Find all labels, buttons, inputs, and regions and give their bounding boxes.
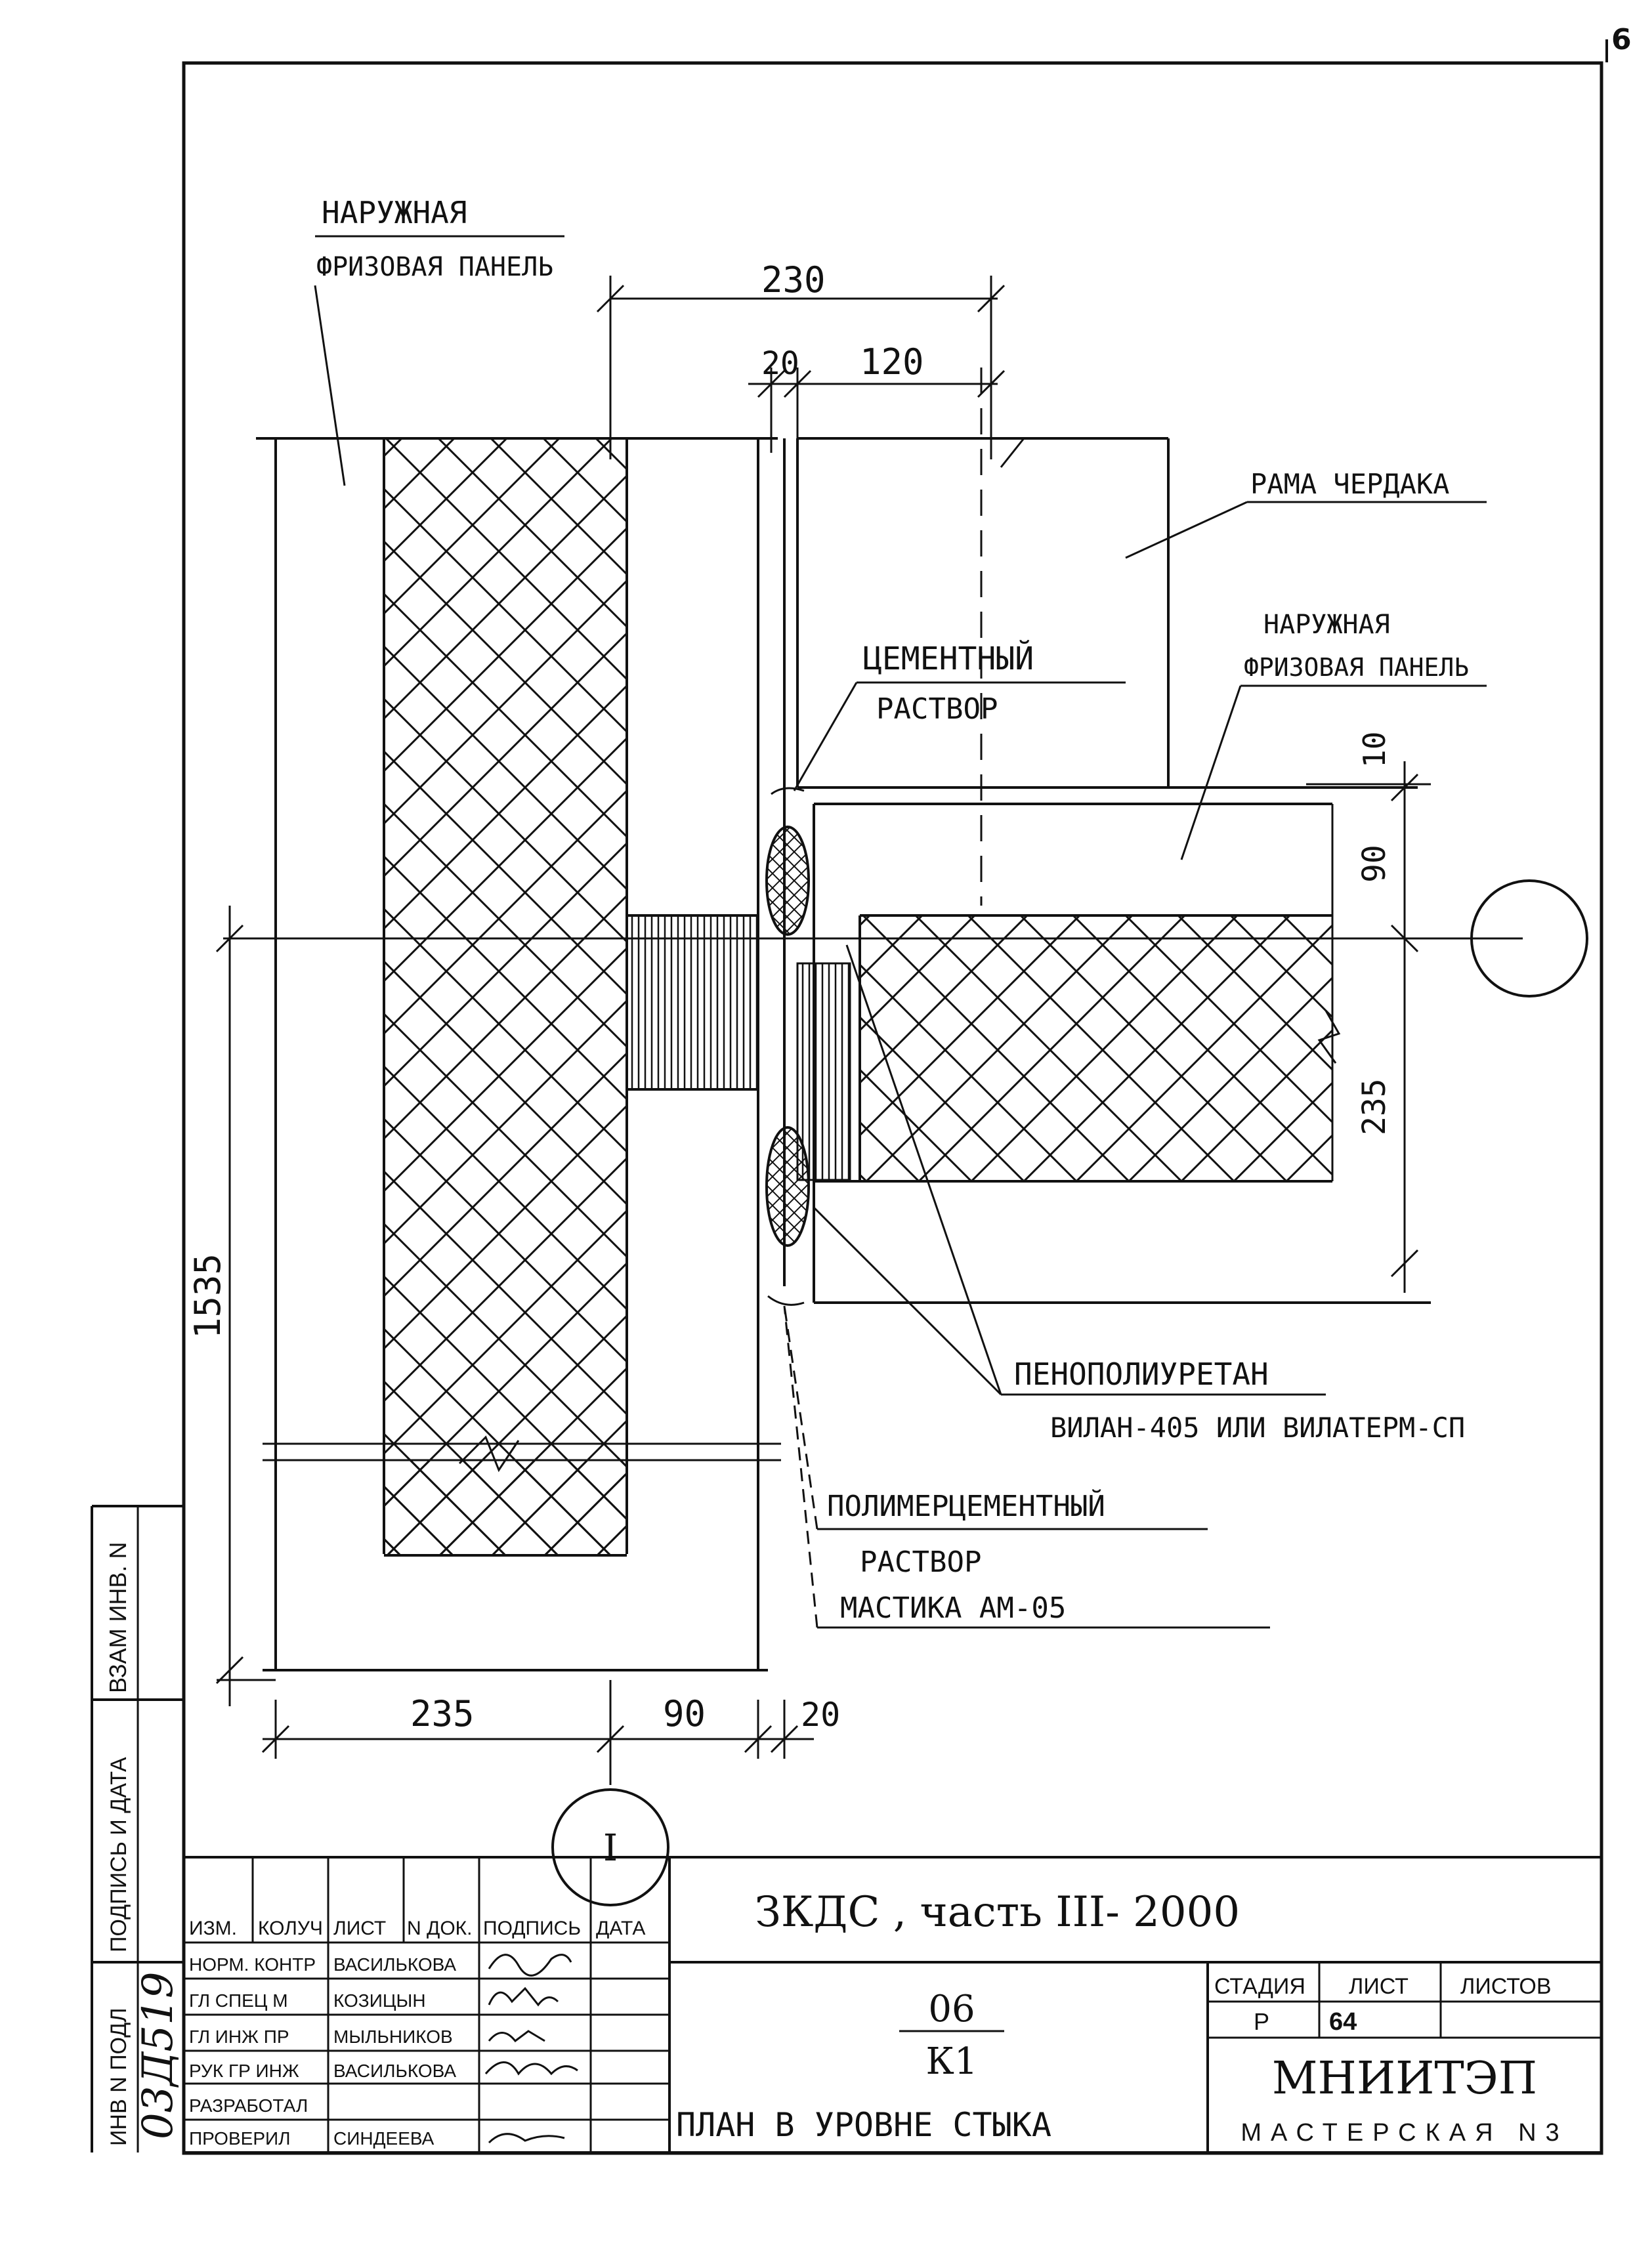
stamp-podpis-data: ПОДПИСЬ И ДАТА bbox=[106, 1757, 131, 1952]
stamp-inv-number: 03Д519 bbox=[134, 1971, 182, 2139]
tb-workshop: МАСТЕРСКАЯ N3 bbox=[1241, 2119, 1568, 2147]
tb-name: МЫЛЬНИКОВ bbox=[333, 2026, 453, 2047]
tb-role: ПРОВЕРИЛ bbox=[189, 2128, 291, 2149]
dim-20-bottom: 20 bbox=[801, 1696, 840, 1734]
tb-name: КОЗИЦЫН bbox=[333, 1990, 426, 2011]
label-mastic: МАСТИКА АМ-05 bbox=[840, 1591, 1066, 1625]
right-panel bbox=[796, 368, 1431, 1304]
tb-stage-label: СТАДИЯ bbox=[1214, 1974, 1305, 1999]
side-stamp: ВЗАМ ИНВ. N ПОДПИСЬ И ДАТА ИНВ N ПОДЛ 03… bbox=[91, 1505, 184, 2152]
tb-role: РУК ГР ИНЖ bbox=[189, 2061, 299, 2081]
dim-1535: 1535 bbox=[187, 1253, 228, 1339]
tb-role: РАЗРАБОТАЛ bbox=[189, 2095, 308, 2116]
tb-sheets-label: ЛИСТОВ bbox=[1460, 1974, 1552, 1999]
axis-marker-right bbox=[1470, 879, 1588, 998]
joint-insert bbox=[626, 914, 759, 1091]
label-outer-panel-2-line2: ФРИЗОВАЯ ПАНЕЛЬ bbox=[1244, 653, 1469, 682]
tb-head-list: ЛИСТ bbox=[333, 1918, 386, 1939]
leader-lines bbox=[314, 235, 1487, 1629]
tb-stage-value: Р bbox=[1254, 2008, 1269, 2035]
dim-90-right: 90 bbox=[1356, 845, 1393, 883]
signatures bbox=[484, 1954, 578, 2144]
dim-20-top: 20 bbox=[761, 345, 799, 382]
label-cement-line1: ЦЕМЕНТНЫЙ bbox=[863, 640, 1034, 677]
title-block: ИЗМ. КОЛУЧ ЛИСТ N ДОК. ПОДПИСЬ ДАТА НОРМ… bbox=[182, 1856, 1603, 2154]
left-insulation-hatch bbox=[384, 438, 627, 1554]
tb-name: СИНДЕЕВА bbox=[333, 2128, 435, 2149]
tb-role: ГЛ СПЕЦ М bbox=[189, 1990, 288, 2011]
tb-drawing-title: ПЛАН В УРОВНЕ СТЫКА bbox=[676, 2106, 1051, 2144]
tb-sheet-label: ЛИСТ bbox=[1349, 1974, 1409, 1999]
dim-235-right: 235 bbox=[1356, 1078, 1393, 1135]
tb-head-ndok: N ДОК. bbox=[407, 1918, 472, 1939]
tb-head-podpis: ПОДПИСЬ bbox=[483, 1918, 581, 1939]
tb-project: ЗКДС , часть III- 2000 bbox=[755, 1888, 1240, 1937]
sheet-corner-number: 67 bbox=[1611, 23, 1633, 56]
label-attic-frame: РАМА ЧЕРДАКА bbox=[1250, 468, 1449, 500]
tb-sheet-value: 64 bbox=[1329, 2008, 1357, 2036]
dim-235-bottom: 235 bbox=[410, 1693, 475, 1734]
dim-230: 230 bbox=[761, 259, 826, 301]
label-cement-line2: РАСТВОР bbox=[876, 692, 998, 726]
label-pu-foam: ПЕНОПОЛИУРЕТАН bbox=[1014, 1356, 1269, 1392]
left-frieze-panel bbox=[256, 437, 781, 1671]
label-polymer-line2: РАСТВОР bbox=[860, 1545, 981, 1579]
tb-code-top: 06 bbox=[928, 1988, 975, 2030]
right-insulation-hatch bbox=[860, 915, 1332, 1181]
mastic-bead-top bbox=[765, 826, 810, 936]
dim-90-bottom: 90 bbox=[663, 1693, 706, 1734]
pu-foam-fill bbox=[796, 962, 851, 1181]
dim-10: 10 bbox=[1357, 732, 1392, 768]
tb-head-izm: ИЗМ. bbox=[189, 1918, 237, 1939]
tb-name: ВАСИЛЬКОВА bbox=[333, 1954, 456, 1975]
label-polymer-line1: ПОЛИМЕРЦЕМЕНТНЫЙ bbox=[827, 1488, 1105, 1523]
joint-sealants bbox=[765, 438, 851, 1306]
label-pu-foam-brand: ВИЛАН-405 ИЛИ ВИЛАТЕРМ-СП bbox=[1050, 1412, 1465, 1444]
tb-name: ВАСИЛЬКОВА bbox=[333, 2061, 456, 2081]
tb-code-bottom: К1 bbox=[926, 2040, 978, 2083]
tb-head-data: ДАТА bbox=[596, 1918, 645, 1939]
label-outer-panel-1-line1: НАРУЖНАЯ bbox=[322, 195, 467, 230]
tb-org: МНИИТЭП bbox=[1272, 2053, 1537, 2105]
tb-role: НОРМ. КОНТР bbox=[189, 1954, 316, 1975]
label-outer-panel-1-line2: ФРИЗОВАЯ ПАНЕЛЬ bbox=[316, 252, 553, 282]
dimension-lines bbox=[215, 276, 1431, 1759]
stamp-inv-podl: ИНВ N ПОДЛ bbox=[106, 2007, 131, 2146]
axis-marker-bottom-label: I bbox=[603, 1827, 618, 1870]
label-outer-panel-2-line1: НАРУЖНАЯ bbox=[1263, 610, 1390, 640]
stamp-vzam-inv: ВЗАМ ИНВ. N bbox=[104, 1542, 131, 1693]
dim-120: 120 bbox=[860, 341, 924, 383]
axis-marker-bottom bbox=[551, 1788, 669, 1906]
tb-head-koluch: КОЛУЧ bbox=[258, 1918, 323, 1939]
tb-role: ГЛ ИНЖ ПР bbox=[189, 2026, 289, 2047]
